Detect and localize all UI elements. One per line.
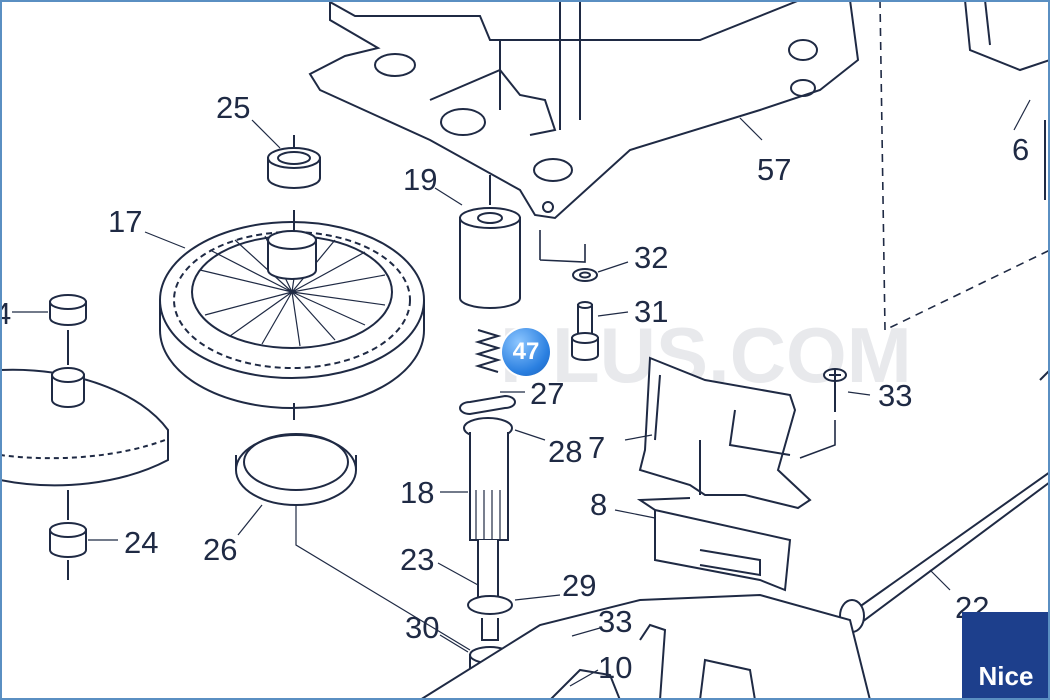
bushing-25 [267,135,321,189]
gear-left [0,294,169,580]
label-57: 57 [757,152,791,187]
label-33-bottom: 33 [598,604,632,639]
label-8: 8 [590,487,607,522]
spacer-19 [459,175,521,309]
label-17: 17 [108,204,142,239]
label-31: 31 [634,294,668,329]
base-housing-10 [418,593,872,700]
mounting-plate-57 [308,0,860,220]
spring [474,329,502,373]
brand-logo: Nice [962,612,1050,700]
shaft-18 [459,394,516,700]
label-6: 6 [1012,132,1029,167]
screw-31 [539,230,599,361]
label-24: 24 [124,525,158,560]
label-30: 30 [405,610,439,645]
label-33: 33 [878,378,912,413]
screw-33-right [799,368,847,459]
label-32: 32 [634,240,668,275]
label-4: 4 [0,296,11,331]
part-number-labels: 25 17 19 57 6 32 31 4 27 28 7 33 18 8 26… [0,90,1029,685]
highlight-marker[interactable]: 47 [502,328,550,376]
label-27: 27 [530,376,564,411]
gear-17 [159,210,425,420]
label-28: 28 [548,434,582,469]
label-10: 10 [598,650,632,685]
label-23: 23 [400,542,434,577]
bracket-8 [636,497,792,592]
label-29: 29 [562,568,596,603]
bracket-7 [638,356,812,510]
label-19: 19 [403,162,437,197]
leader-lines [0,99,1031,687]
rod-22 [839,470,1050,633]
label-25: 25 [216,90,250,125]
label-26: 26 [203,532,237,567]
label-18: 18 [400,475,434,510]
label-7: 7 [588,430,605,465]
ring-26 [235,433,357,506]
